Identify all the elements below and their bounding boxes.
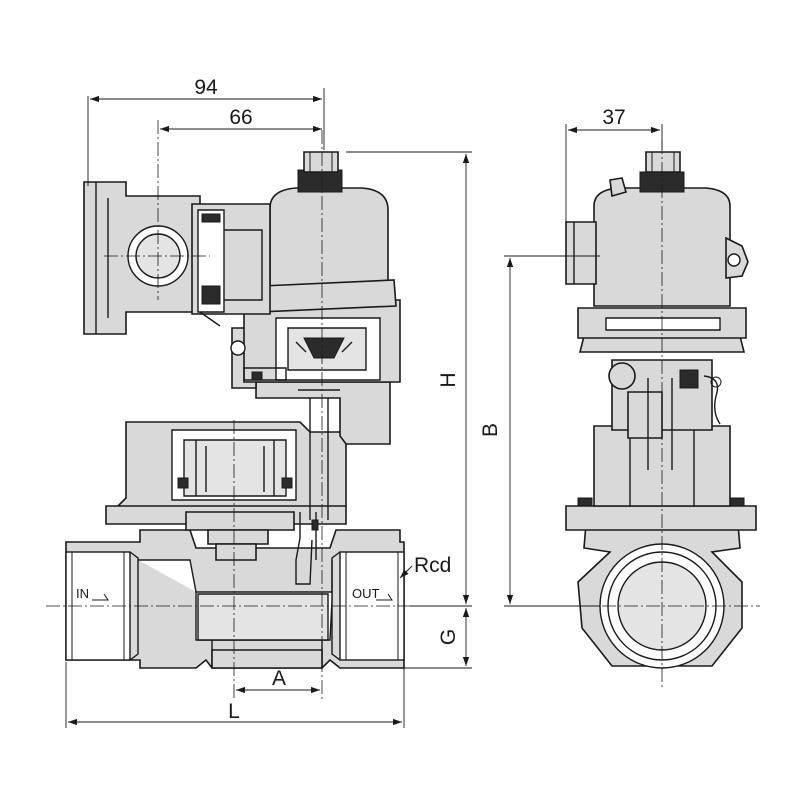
front-view: 94 66 H G A L Rcd IN OUT <box>46 76 472 728</box>
dimension-l-label: L <box>228 700 240 723</box>
diaphragm-housing <box>105 421 347 585</box>
outlet-label: OUT <box>352 586 380 601</box>
dimension-37-label: 37 <box>602 106 625 129</box>
rcd-thread-label: Rcd <box>414 554 451 577</box>
side-view: 37 B <box>479 106 760 690</box>
dimension-94-label: 94 <box>194 76 218 99</box>
dimension-g-label: G <box>437 629 460 645</box>
dimension-a-label: A <box>272 667 286 690</box>
dimension-66-label: 66 <box>229 106 252 129</box>
dimension-b-label: B <box>479 423 502 437</box>
solenoid-coil <box>257 151 397 313</box>
terminal-box <box>83 181 271 335</box>
inlet-label: IN <box>76 586 89 601</box>
side-valve-body <box>565 497 757 669</box>
dimension-h-label: H <box>437 372 460 387</box>
side-solenoid-coil <box>565 151 749 353</box>
